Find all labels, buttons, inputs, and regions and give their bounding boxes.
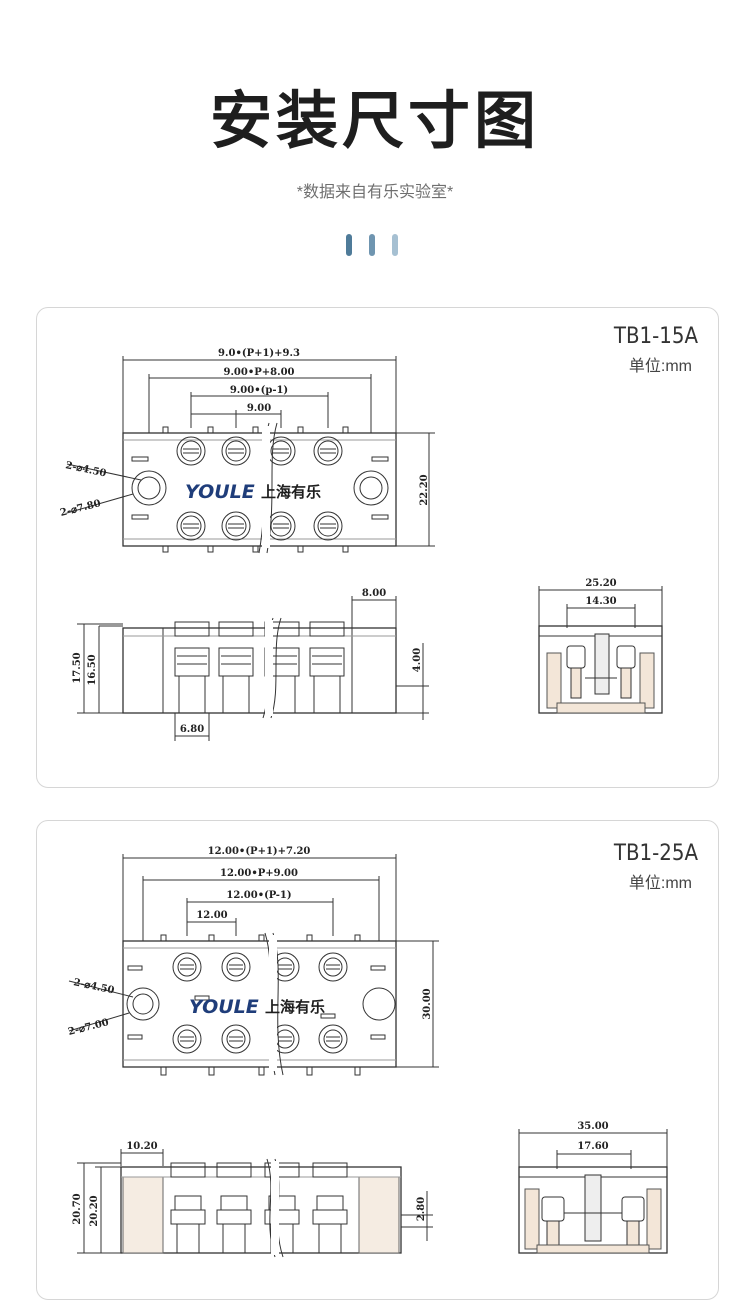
drawing-tb1-15a: 9.0•(P+1)+9.3 9.00•P+8.00 9.00•(p-1) 9.0… [59, 348, 663, 741]
brand-cn: 上海有乐 [261, 483, 321, 501]
dim-side-inner: 14.30 [585, 596, 616, 607]
page-subtitle: *数据来自有乐实验室* [296, 184, 454, 201]
dim-span: 9.00•(p-1) [230, 385, 288, 396]
unit-label: 单位:mm [628, 358, 692, 375]
product-card-tb1-25a: TB1-25A 单位:mm 12.00•(P+1)+7.20 12.00•P+9… [36, 820, 719, 1300]
brand-logo: YOULE [189, 996, 259, 1018]
dim-pitch: 12.00 [196, 910, 227, 921]
dim-pitch: 9.00 [247, 403, 271, 414]
dim-step: 2.80 [416, 1197, 427, 1221]
dim-hole-small: 2-⌀4.50 [72, 977, 115, 996]
dim-hole-small: 2-⌀4.50 [64, 460, 107, 479]
dim-step: 4.00 [412, 648, 423, 672]
dim-side-width: 35.00 [577, 1121, 608, 1132]
product-card-tb1-15a: TB1-15A 单位:mm 9.0•(P+1)+9.3 9.00•P+8.00 … [36, 307, 719, 788]
top-view: 9.0•(P+1)+9.3 9.00•P+8.00 9.00•(p-1) 9.0… [59, 348, 435, 554]
dim-mount: 9.00•P+8.00 [223, 367, 294, 378]
dot-2 [369, 234, 375, 256]
dim-height: 22.20 [419, 474, 430, 505]
dim-side-inner: 17.60 [577, 1141, 608, 1152]
top-view: 12.00•(P+1)+7.20 12.00•P+9.00 12.00•(P-1… [67, 846, 439, 1076]
side-view: 25.20 14.30 [538, 578, 663, 714]
dim-height-body: 20.20 [89, 1195, 100, 1226]
dot-1 [346, 234, 352, 256]
page-title: 安装尺寸图 [209, 84, 540, 157]
dim-height: 30.00 [422, 988, 433, 1019]
dim-side-width: 25.20 [585, 578, 616, 589]
screw-row-top [176, 436, 343, 466]
drawing-tb1-25a: 12.00•(P+1)+7.20 12.00•P+9.00 12.00•(P-1… [67, 846, 668, 1258]
decorative-dots [346, 234, 406, 256]
dim-total: 12.00•(P+1)+7.20 [208, 846, 311, 857]
screw-row-bottom [172, 1024, 348, 1054]
dim-mount: 12.00•P+9.00 [220, 868, 298, 879]
mount-hole-left [131, 470, 167, 506]
dim-height-total: 20.70 [72, 1193, 83, 1224]
front-view: 10.20 20.70 20.20 2.80 [72, 1141, 433, 1258]
brand-cn: 上海有乐 [265, 998, 325, 1016]
mount-hole-left [126, 987, 160, 1021]
front-view: 17.50 16.50 8.00 4.00 [72, 588, 429, 741]
screw-row-bottom [176, 511, 343, 541]
dim-end: 8.00 [362, 588, 386, 599]
screw-row-top [172, 952, 348, 982]
brand-logo: YOULE [185, 481, 255, 503]
dim-total: 9.0•(P+1)+9.3 [218, 348, 300, 359]
dim-height-body: 16.50 [87, 654, 98, 685]
side-view: 35.00 17.60 [518, 1121, 668, 1254]
dim-height-total: 17.50 [72, 652, 83, 683]
unit-label: 单位:mm [628, 875, 692, 892]
dot-3 [392, 234, 398, 256]
dim-hole-large: 2-⌀7.00 [67, 1017, 110, 1038]
dim-front-width: 10.20 [126, 1141, 157, 1152]
model-name: TB1-25A [613, 841, 698, 866]
mount-hole-right [353, 470, 389, 506]
dim-hole-large: 2-⌀7.80 [59, 498, 102, 519]
mount-hole-right [362, 987, 396, 1021]
dim-span: 12.00•(P-1) [226, 890, 291, 901]
model-name: TB1-15A [613, 324, 698, 349]
dim-width: 6.80 [180, 724, 204, 735]
